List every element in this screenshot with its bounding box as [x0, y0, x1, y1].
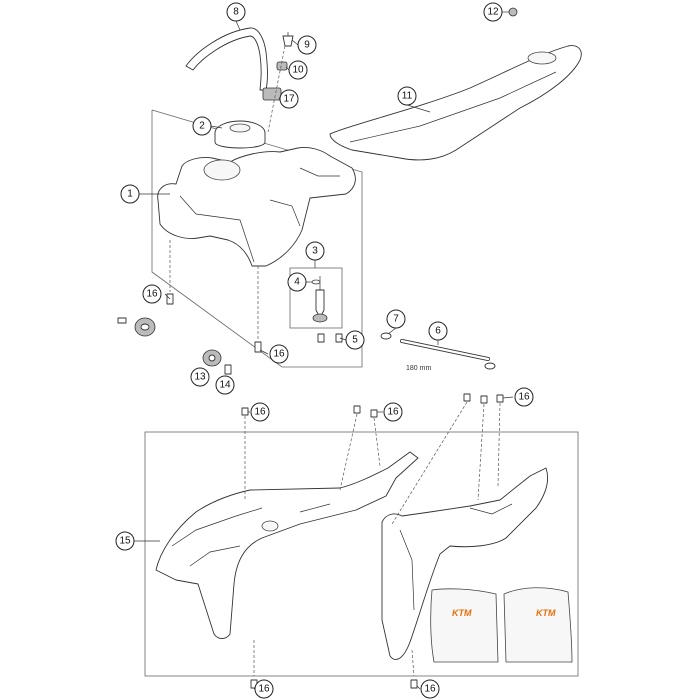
svg-text:5: 5: [352, 335, 358, 346]
svg-text:15: 15: [119, 536, 131, 547]
svg-text:3: 3: [312, 246, 318, 257]
rubber-bushing: [117, 317, 156, 337]
decal-logo-left: KTM: [452, 608, 472, 618]
svg-text:7: 7: [393, 314, 399, 325]
callout-9: 9: [297, 35, 317, 55]
tap-screws: [317, 333, 343, 343]
callout-16-tank-left: 16: [142, 284, 162, 304]
svg-text:9: 9: [304, 40, 310, 51]
callout-1: 1: [120, 184, 140, 204]
callout-12: 12: [483, 2, 503, 22]
callout-2: 2: [192, 116, 212, 136]
shroud-right: [381, 467, 548, 660]
svg-text:16: 16: [387, 407, 399, 418]
callout-16-shroud-left: 16: [250, 402, 270, 422]
callout-5: 5: [345, 330, 365, 350]
fuel-tank: [157, 147, 356, 267]
callout-14: 14: [215, 375, 235, 395]
callout-17: 17: [279, 89, 299, 109]
shroud-screws: [241, 393, 504, 689]
callout-15: 15: [115, 531, 135, 551]
callout-6: 6: [428, 321, 448, 341]
svg-text:4: 4: [294, 277, 300, 288]
callout-8: 8: [226, 2, 246, 22]
rubber-buffer-13: [202, 349, 222, 367]
svg-text:1: 1: [127, 189, 133, 200]
vent-valve: [282, 32, 294, 47]
seat: [329, 45, 582, 161]
svg-text:16: 16: [258, 684, 270, 695]
shroud-group-frame: [144, 431, 579, 677]
callout-3: 3: [305, 241, 325, 261]
callout-16-bottom-right: 16: [420, 679, 440, 699]
callout-leaders: [134, 11, 514, 690]
svg-text:10: 10: [292, 65, 304, 76]
svg-text:16: 16: [273, 349, 285, 360]
hose-clamp: [380, 332, 496, 370]
rubber-sleeve: [262, 87, 282, 101]
fuel-hose: [400, 339, 490, 361]
callout-10: 10: [288, 60, 308, 80]
svg-text:2: 2: [199, 121, 205, 132]
seat-screw: [508, 7, 518, 17]
svg-text:17: 17: [283, 94, 295, 105]
gasket-ring: [276, 61, 288, 71]
svg-text:16: 16: [518, 392, 530, 403]
svg-text:14: 14: [219, 380, 231, 391]
decal-logo-right: KTM: [536, 608, 556, 618]
svg-text:12: 12: [487, 7, 499, 18]
fuel-tap-frame: [289, 267, 343, 329]
tank-bolt-left: [166, 240, 174, 305]
svg-text:6: 6: [435, 326, 441, 337]
svg-text:8: 8: [233, 7, 239, 18]
svg-text:16: 16: [146, 289, 158, 300]
svg-text:11: 11: [402, 91, 413, 102]
callout-13: 13: [190, 367, 210, 387]
shroud-left: [155, 451, 419, 639]
callout-16-bottom-left: 16: [254, 679, 274, 699]
callout-16-shroud-center: 16: [383, 402, 403, 422]
fuel-tap: [311, 276, 328, 323]
callout-4: 4: [287, 272, 307, 292]
hose-length-note: 180 mm: [406, 365, 431, 372]
fuel-cap: [214, 120, 266, 149]
tank-bolt-right: [254, 266, 262, 353]
svg-text:13: 13: [194, 372, 206, 383]
callout-7: 7: [386, 309, 406, 329]
callout-11: 11: [397, 86, 417, 106]
callout-16-tank-right: 16: [269, 344, 289, 364]
callout-16-shroud-right: 16: [514, 387, 534, 407]
bolt-14: [224, 364, 232, 375]
svg-text:16: 16: [424, 684, 436, 695]
decal-sheet: [430, 587, 573, 663]
svg-text:16: 16: [254, 407, 266, 418]
vent-hose: [185, 27, 268, 91]
